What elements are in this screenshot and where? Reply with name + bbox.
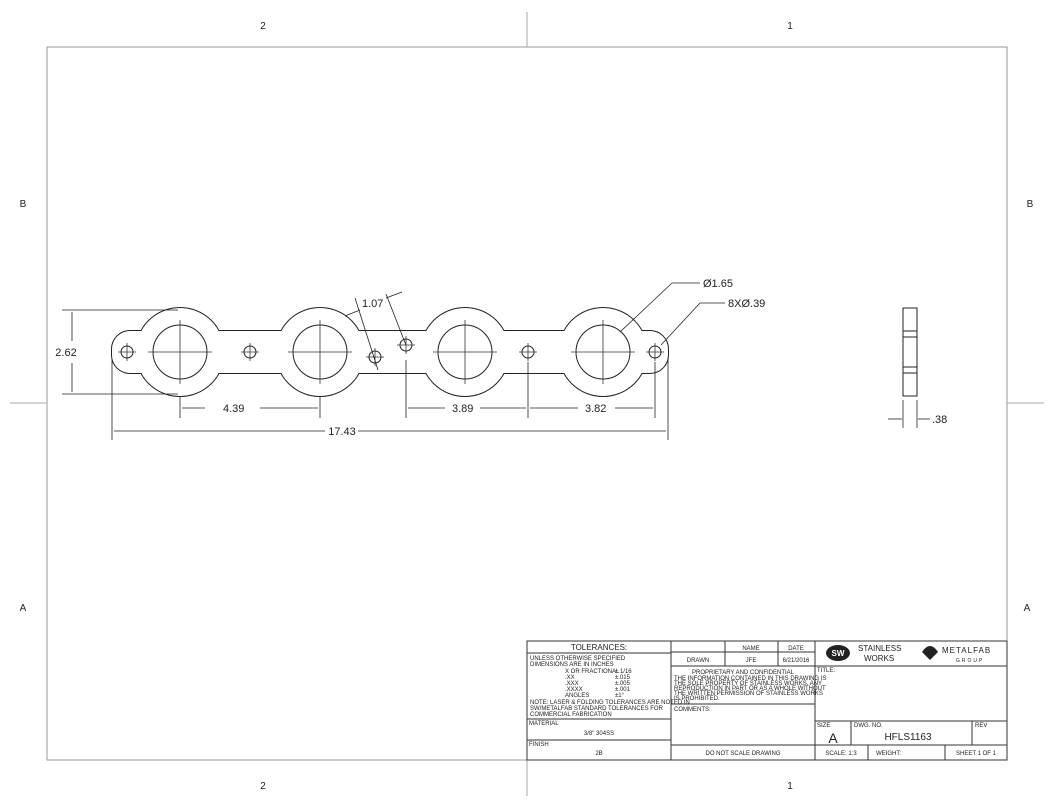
svg-text:THE WRITTEN PERMISSION OF STAI: THE WRITTEN PERMISSION OF STAINLESS WORK… — [674, 691, 823, 697]
svg-text:DIMENSIONS ARE IN INCHES: DIMENSIONS ARE IN INCHES — [530, 662, 614, 668]
svg-text:A: A — [20, 603, 27, 614]
svg-text:UNLESS OTHERWISE SPECIFIED: UNLESS OTHERWISE SPECIFIED — [530, 656, 626, 662]
svg-text:±1°: ±1° — [615, 693, 625, 699]
svg-text:A: A — [1024, 603, 1031, 614]
svg-text:.XXX: .XXX — [565, 681, 579, 687]
svg-text:1: 1 — [787, 21, 793, 32]
svg-text:DRAWN: DRAWN — [687, 658, 709, 664]
svg-text:GROUP: GROUP — [956, 658, 984, 664]
dimension-lines — [62, 282, 930, 440]
dim-hole-spacing-1: 3.89 — [452, 403, 473, 415]
svg-text:6/21/2016: 6/21/2016 — [783, 658, 810, 664]
svg-text:ANGLES: ANGLES — [565, 693, 589, 699]
svg-text:REPRODUCTION IN PART OR AS A W: REPRODUCTION IN PART OR AS A WHOLE WITHO… — [674, 686, 826, 692]
svg-text:±.005: ±.005 — [615, 681, 631, 687]
svg-text:.XX: .XX — [565, 675, 575, 681]
svg-text:±.015: ±.015 — [615, 675, 631, 681]
svg-text:REV: REV — [975, 723, 987, 729]
svg-text:2: 2 — [260, 21, 266, 32]
svg-text:DO NOT SCALE DRAWING: DO NOT SCALE DRAWING — [705, 751, 780, 757]
svg-text:B: B — [20, 199, 27, 210]
metalfab-logo: METALFAB GROUP — [922, 646, 991, 664]
svg-text:DATE: DATE — [788, 646, 804, 652]
dim-hole-spacing-2: 3.82 — [585, 403, 606, 415]
svg-text:1: 1 — [787, 781, 793, 792]
dimension-labels: 2.62 4.39 3.89 3.82 17.43 1.07 Ø1.65 8XØ… — [55, 278, 947, 438]
svg-text:THE INFORMATION CONTAINED IN T: THE INFORMATION CONTAINED IN THIS DRAWIN… — [674, 676, 826, 682]
svg-text:STAINLESS: STAINLESS — [858, 644, 901, 653]
svg-text:2: 2 — [260, 781, 266, 792]
svg-text:WORKS: WORKS — [864, 654, 894, 663]
zone-ticks — [10, 12, 1044, 796]
svg-text:B: B — [1027, 199, 1034, 210]
zone-labels: 2 1 2 1 B A B A — [20, 21, 1034, 792]
svg-text:2B: 2B — [595, 751, 602, 757]
flange-front-view — [111, 307, 669, 397]
svg-text:METALFAB: METALFAB — [942, 646, 991, 655]
title-block: TOLERANCES: UNLESS OTHERWISE SPECIFIED D… — [526, 640, 1008, 761]
dim-port-diameter: Ø1.65 — [703, 278, 733, 290]
dim-offset: 1.07 — [362, 298, 383, 310]
stainless-works-logo: SW STAINLESS WORKS — [826, 644, 901, 663]
svg-text:TOLERANCES:: TOLERANCES: — [571, 643, 627, 652]
svg-text:FINISH: FINISH — [529, 742, 549, 748]
svg-text:IS PROHIBITED.: IS PROHIBITED. — [674, 696, 720, 702]
svg-text:NOTE: LASER & FOLDING TOLERANC: NOTE: LASER & FOLDING TOLERANCES ARE NOT… — [530, 700, 690, 706]
svg-text:SW: SW — [832, 649, 845, 658]
dim-height: 2.62 — [55, 347, 76, 359]
dim-bolt-holes: 8XØ.39 — [728, 298, 765, 310]
svg-text:SHEET 1 OF 1: SHEET 1 OF 1 — [956, 751, 997, 757]
svg-text:SIZE: SIZE — [817, 723, 830, 729]
svg-text:3/8" 304SS: 3/8" 304SS — [584, 731, 614, 737]
svg-text:MATERIAL: MATERIAL — [529, 721, 559, 727]
svg-text:DWG. NO.: DWG. NO. — [854, 723, 883, 729]
svg-text:.XXXX: .XXXX — [565, 687, 583, 693]
svg-text:X OR FRACTIONAL: X OR FRACTIONAL — [565, 669, 620, 675]
svg-text:THE SOLE PROPERTY OF STAINLESS: THE SOLE PROPERTY OF STAINLESS WORKS. AN… — [674, 681, 822, 687]
svg-text:COMMENTS:: COMMENTS: — [674, 707, 711, 713]
drawing-number: HFLS1163 — [884, 732, 932, 743]
svg-text:TITLE:: TITLE: — [817, 668, 835, 674]
svg-text:± 1/16: ± 1/16 — [615, 669, 632, 675]
svg-text:SCALE: 1:3: SCALE: 1:3 — [825, 751, 857, 757]
svg-text:NAME: NAME — [742, 646, 759, 652]
dim-thickness: .38 — [932, 414, 947, 426]
svg-text:PROPRIETARY AND CONFIDENTIAL: PROPRIETARY AND CONFIDENTIAL — [692, 670, 795, 676]
dim-port-spacing: 4.39 — [223, 403, 244, 415]
svg-text:WEIGHT:: WEIGHT: — [876, 751, 901, 757]
svg-text:SW/METALFAB STANDARD TOLERANCE: SW/METALFAB STANDARD TOLERANCES FOR — [530, 706, 664, 712]
svg-text:A: A — [828, 730, 838, 746]
svg-text:JFE: JFE — [746, 658, 757, 664]
svg-text:±.001: ±.001 — [615, 687, 631, 693]
flange-side-view — [902, 307, 918, 397]
dim-overall-length: 17.43 — [328, 426, 356, 438]
svg-text:COMMERCIAL FABRICATION: COMMERCIAL FABRICATION — [530, 712, 612, 718]
